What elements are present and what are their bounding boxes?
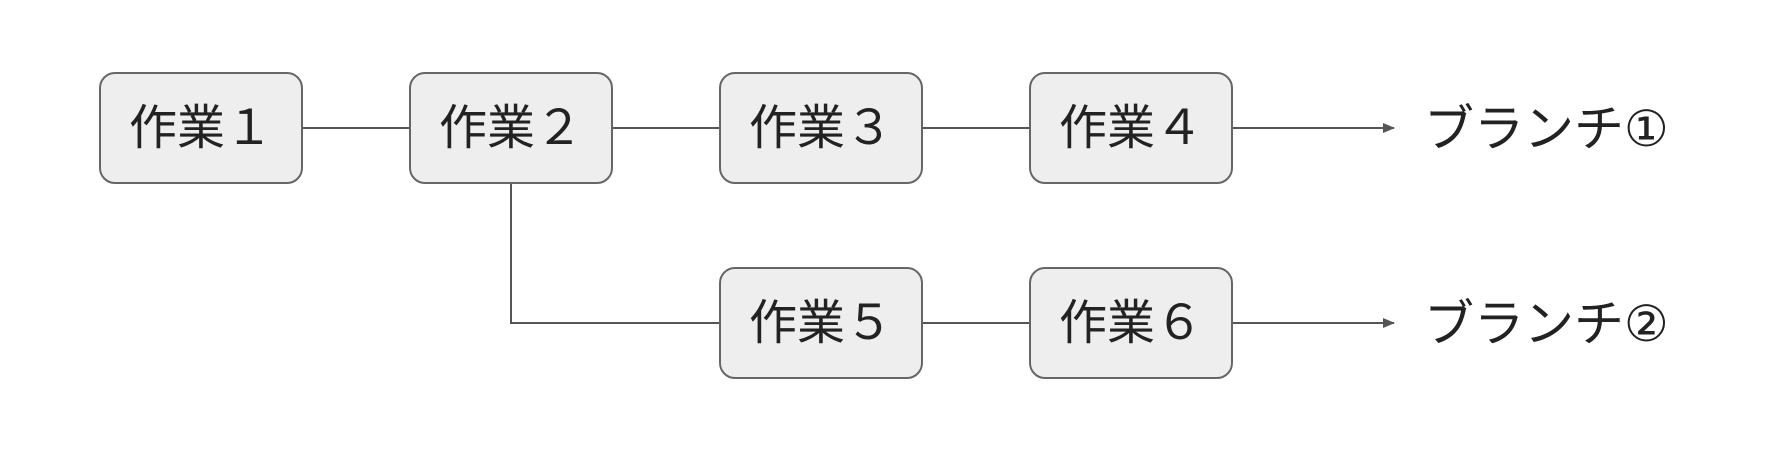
task-box-5[interactable]: 作業５ [719,267,923,379]
connector-2-5 [510,184,719,324]
branch-label-1: ブランチ① [1424,100,1669,158]
task-box-4[interactable]: 作業４ [1029,72,1233,184]
task-box-2[interactable]: 作業２ [409,72,613,184]
task-label-5: 作業５ [748,295,893,351]
task-label-3: 作業３ [748,100,893,156]
branch-label-2: ブランチ② [1424,295,1669,353]
task-box-6[interactable]: 作業６ [1029,267,1233,379]
task-label-1: 作業１ [128,100,273,156]
task-box-1[interactable]: 作業１ [99,72,303,184]
task-label-4: 作業４ [1058,100,1203,156]
task-label-2: 作業２ [438,100,583,156]
task-label-6: 作業６ [1058,295,1203,351]
task-box-3[interactable]: 作業３ [719,72,923,184]
